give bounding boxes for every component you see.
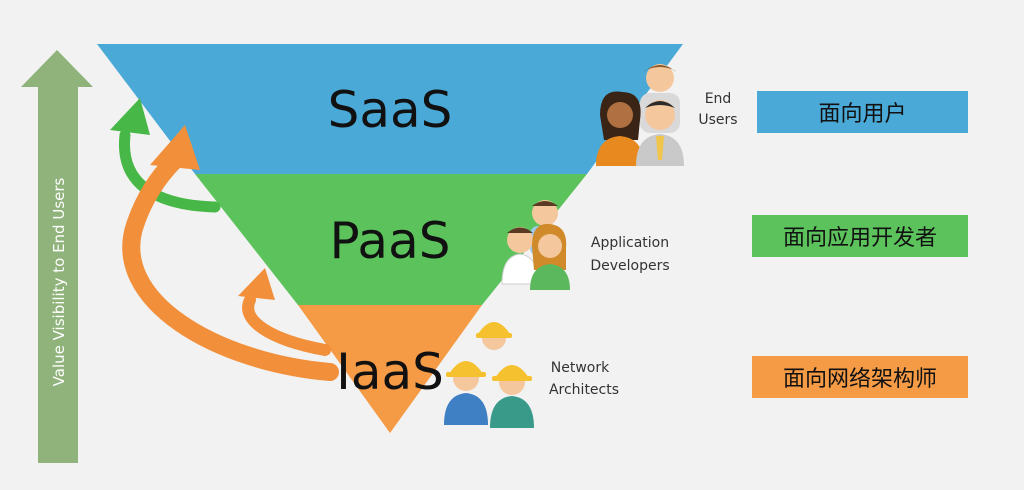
iaas-label: IaaS	[336, 343, 444, 401]
up-arrow-icon	[21, 50, 93, 463]
iaas-to-saas-curve-arrow	[122, 151, 339, 381]
developers-group-icon	[501, 200, 570, 290]
orange-arrowhead-icon	[150, 125, 200, 170]
saas-label: SaaS	[328, 81, 453, 139]
iaas-audience-box: 面向网络架构师	[752, 356, 968, 398]
architects-hardhat-group-icon	[444, 322, 534, 428]
iaas-tier	[298, 305, 482, 433]
value-visibility-label: Value Visibility to End Users	[50, 177, 68, 386]
app-developers-label-line1: Application	[591, 235, 669, 251]
end-users-label-line2: Users	[698, 112, 737, 128]
paas-tier	[195, 174, 587, 305]
tier-transition-arrows	[110, 98, 339, 381]
iaas-to-paas-curve-arrow	[242, 294, 331, 356]
orange-small-arrowhead-icon	[238, 268, 275, 300]
users-group-icon	[596, 64, 684, 166]
network-architects-label-line1: Network	[551, 360, 610, 376]
green-arrowhead-icon	[110, 98, 150, 135]
app-developers-label-line2: Developers	[590, 258, 669, 274]
value-visibility-arrow: Value Visibility to End Users	[21, 50, 93, 463]
saas-tier	[97, 44, 683, 174]
saas-audience-box: 面向用户	[757, 91, 968, 133]
end-users-label-line1: End	[705, 91, 732, 107]
paas-label: PaaS	[330, 212, 451, 270]
paas-audience-box: 面向应用开发者	[752, 215, 968, 257]
network-architects-label-line2: Architects	[549, 382, 619, 398]
